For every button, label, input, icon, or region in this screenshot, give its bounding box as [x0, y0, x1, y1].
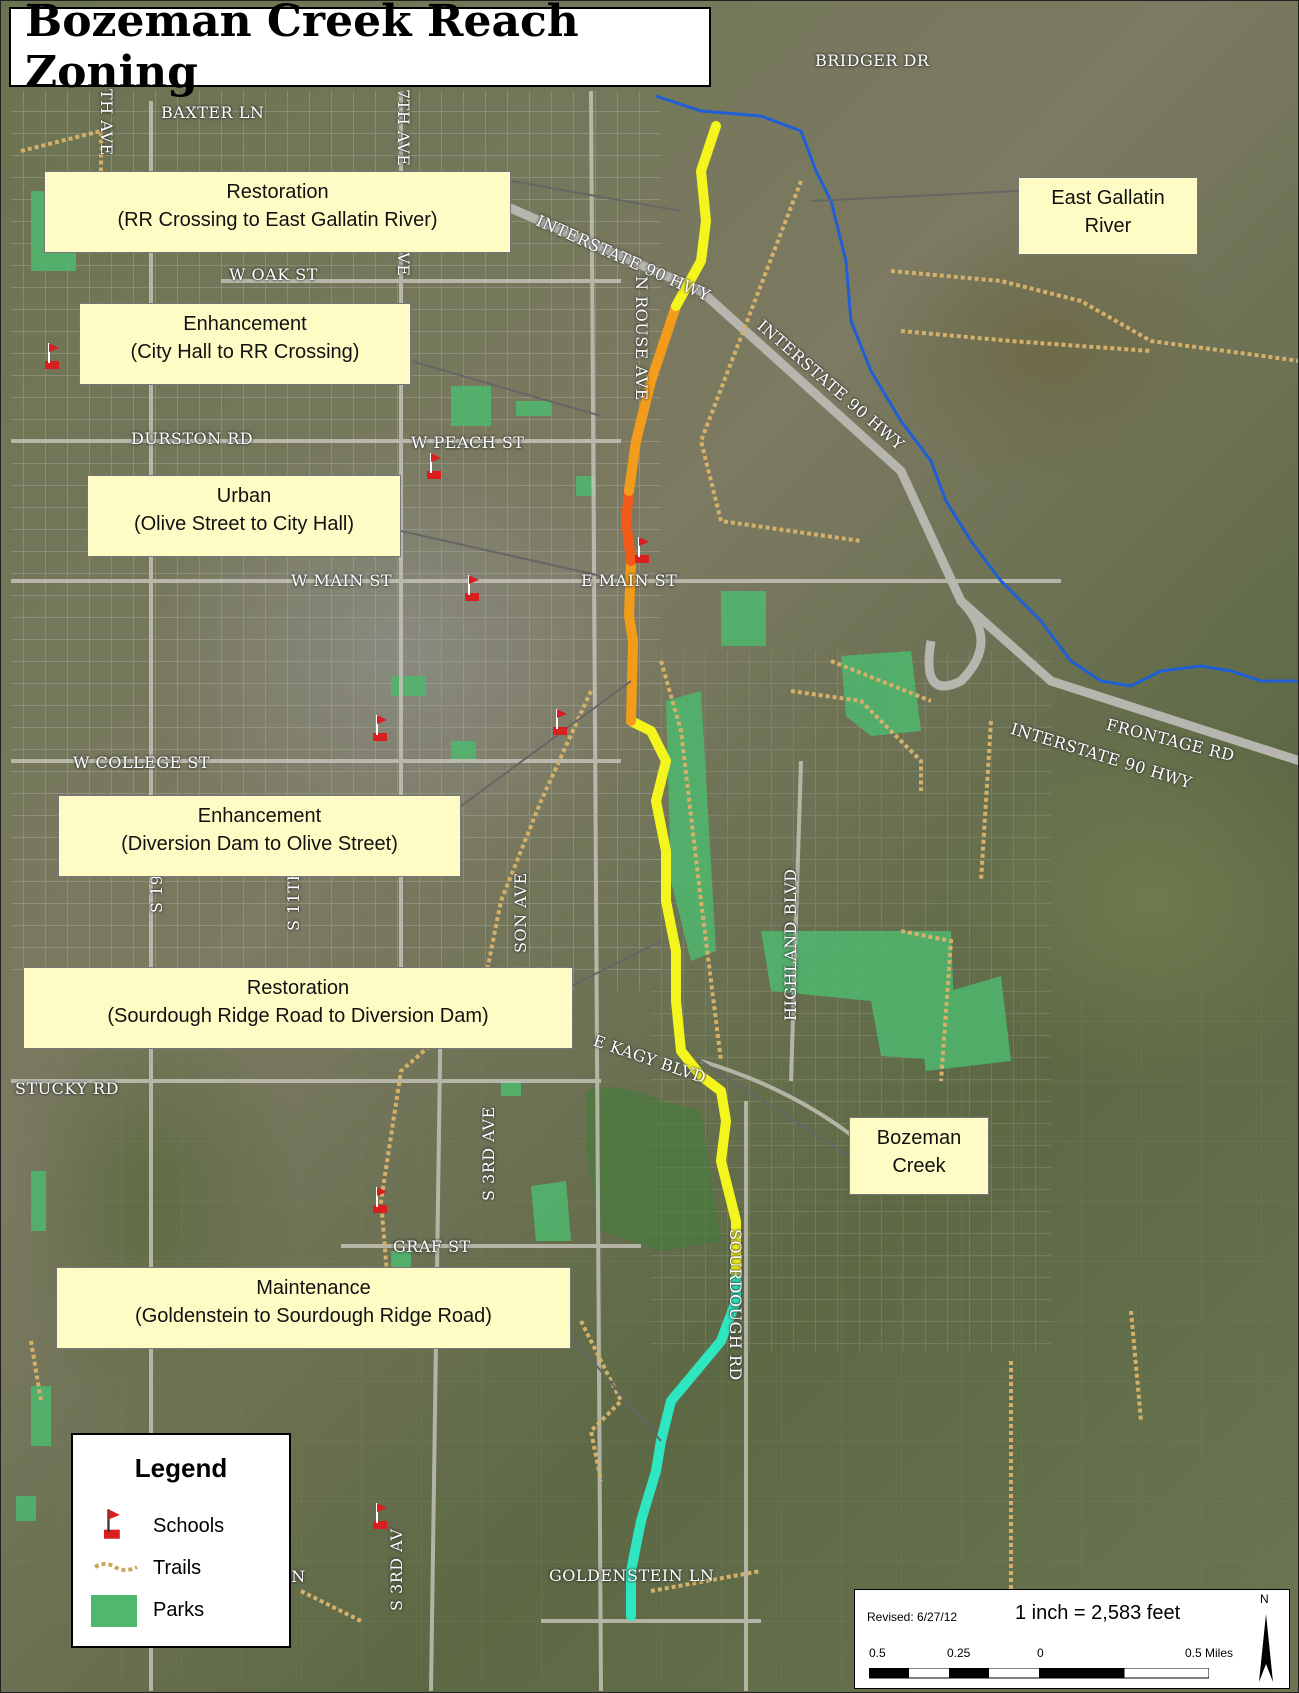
feature-name-line2: Creek: [892, 1155, 946, 1177]
legend-label-parks: Parks: [153, 1599, 205, 1621]
callout-urban: Urban (Olive Street to City Hall): [87, 475, 401, 557]
school-flag-icon[interactable]: [43, 341, 63, 371]
road-label: 7TH AVE: [394, 89, 413, 167]
road-label: TH AVE: [97, 89, 116, 156]
school-flag-icon[interactable]: [633, 535, 653, 565]
map-legend: Legend Schools Trails Parks: [71, 1433, 291, 1648]
road-label: SOURDOUGH RD: [726, 1229, 745, 1381]
scale-tick: 0.5 Miles: [1185, 1646, 1234, 1660]
reach-restoration-north: [671, 121, 721, 311]
feature-name-line1: Bozeman: [876, 1127, 962, 1149]
scale-bar: [869, 1668, 1209, 1679]
reach-restoration-south: [626, 716, 741, 1276]
trails-layer: [20, 128, 1298, 1623]
reach-maintenance-upper: [656, 1266, 741, 1446]
road-label: W PEACH ST: [411, 433, 525, 452]
road-label: W OAK ST: [229, 265, 318, 284]
legend-label-trails: Trails: [153, 1557, 202, 1579]
road-label: SON AVE: [511, 872, 530, 953]
callout-leaders: [400, 180, 1019, 1442]
road-label: HIGHLAND BLVD: [781, 868, 800, 1021]
road-label: S 3RD AV: [387, 1528, 406, 1612]
callout-enhancement-north: Enhancement (City Hall to RR Crossing): [79, 303, 411, 385]
road-label: BRIDGER DR: [815, 51, 930, 70]
callout-zone: Enhancement: [183, 313, 307, 335]
golf-course: [586, 1087, 721, 1251]
road-label: GRAF ST: [393, 1237, 471, 1256]
scale-tick: 0.5: [869, 1646, 886, 1660]
callout-extent: (RR Crossing to East Gallatin River): [117, 209, 438, 231]
reach-enhancement-north: [624, 301, 681, 496]
map-title: Bozeman Creek Reach Zoning: [9, 1, 711, 98]
park-patch-icon: [91, 1595, 137, 1627]
scale-tick: 0: [1037, 1646, 1044, 1660]
callout-restoration-north: Restoration (RR Crossing to East Gallati…: [44, 171, 511, 253]
trail-line-icon: [93, 1562, 138, 1572]
legend-title: Legend: [134, 1453, 228, 1483]
school-flag-icon[interactable]: [551, 707, 571, 737]
reach-urban: [621, 486, 636, 566]
north-label: N: [1260, 1592, 1269, 1606]
feature-name-line1: East Gallatin: [1051, 187, 1165, 209]
callout-extent: (Olive Street to City Hall): [133, 513, 355, 535]
scale-tick: 0.25: [947, 1646, 971, 1660]
north-arrow-icon: [1259, 1614, 1273, 1682]
callout-zone: Restoration: [226, 181, 329, 203]
callout-extent: (City Hall to RR Crossing): [130, 341, 360, 363]
bozeman-creek: [621, 121, 741, 1621]
school-flag-icon[interactable]: [371, 1185, 391, 1215]
school-flag-icon: [103, 1509, 120, 1539]
scale-ratio: 1 inch = 2,583 feet: [1015, 1602, 1181, 1624]
reach-maintenance-lower: [626, 1436, 666, 1621]
callout-enhancement-middle: Enhancement (Diversion Dam to Olive Stre…: [58, 795, 461, 877]
legend-label-schools: Schools: [153, 1515, 225, 1537]
school-flag-icon[interactable]: [371, 713, 391, 743]
road-label: S 3RD AVE: [479, 1106, 498, 1201]
road-label: DURSTON RD: [131, 429, 254, 448]
callout-east-gallatin-river: East Gallatin River: [1018, 177, 1198, 255]
school-flag-icon[interactable]: [425, 451, 445, 481]
callout-maintenance: Maintenance (Goldenstein to Sourdough Ri…: [56, 1267, 571, 1349]
callout-extent: (Diversion Dam to Olive Street): [121, 833, 398, 855]
callout-extent: (Goldenstein to Sourdough Ridge Road): [135, 1305, 492, 1327]
east-gallatin-river: [655, 94, 1298, 688]
callout-zone: Restoration: [246, 977, 350, 999]
reach-enhancement-middle: [624, 556, 638, 726]
road-label: GOLDENSTEIN LN: [549, 1566, 715, 1585]
callout-restoration-south: Restoration (Sourdough Ridge Road to Div…: [23, 967, 573, 1049]
road-label: BAXTER LN: [161, 103, 265, 122]
road-label: W COLLEGE ST: [73, 753, 210, 772]
road-label: S 19: [147, 874, 166, 913]
callout-zone: Maintenance: [256, 1277, 371, 1299]
callout-zone: Enhancement: [197, 805, 322, 827]
callout-extent: (Sourdough Ridge Road to Diversion Dam): [107, 1005, 489, 1027]
road-label: W MAIN ST: [291, 571, 393, 590]
revised-date: Revised: 6/27/12: [867, 1610, 958, 1624]
school-flag-icon[interactable]: [463, 573, 483, 603]
interstate-90: [469, 186, 1298, 766]
callout-zone: Urban: [216, 485, 272, 507]
road-label: E MAIN ST: [581, 571, 678, 590]
road-label: STUCKY RD: [15, 1079, 119, 1098]
road-label: N ROUSE AVE: [632, 276, 651, 401]
scale-bar-box: Revised: 6/27/12 1 inch = 2,583 feet 0.5…: [854, 1589, 1290, 1689]
feature-name-line2: River: [1084, 215, 1132, 237]
school-flag-icon[interactable]: [371, 1501, 391, 1531]
callout-bozeman-creek: Bozeman Creek: [849, 1117, 989, 1195]
